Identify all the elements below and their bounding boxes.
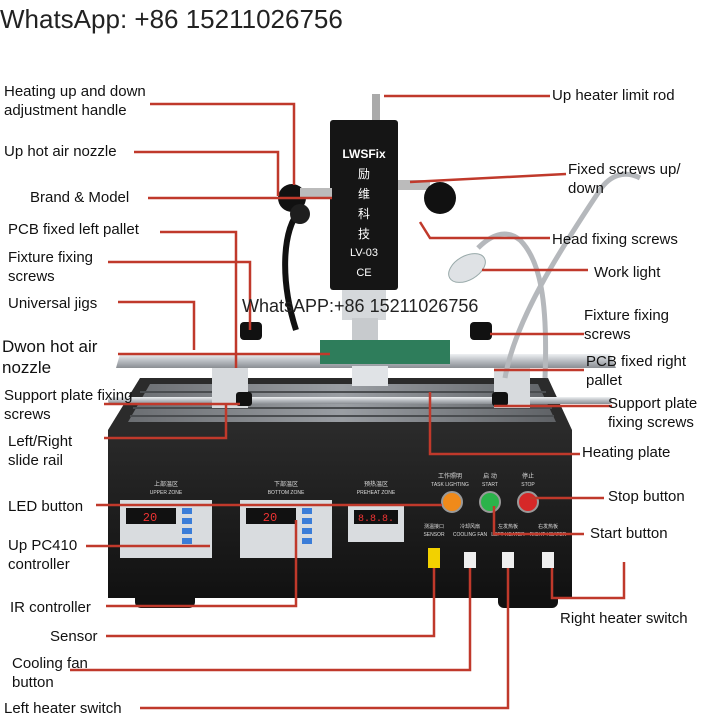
label-fixed-screws: Fixed screws up/down — [568, 161, 681, 197]
fixture-knob-left — [240, 322, 262, 340]
label-stop-button: Stop button — [608, 488, 685, 505]
fixture-knob-right — [470, 322, 492, 340]
limit-rod — [372, 94, 380, 124]
label-pcb-left: PCB fixed left pallet — [8, 221, 139, 238]
svg-text:20: 20 — [263, 511, 277, 525]
cooling-fan-switch[interactable] — [464, 552, 476, 568]
down-nozzle — [352, 366, 388, 386]
label-up-limit-rod: Up heater limit rod — [552, 87, 675, 104]
label-right-heater: Right heater switch — [560, 610, 688, 627]
gooseneck-right — [476, 231, 549, 379]
label-up-nozzle: Up hot air nozzle — [4, 143, 117, 160]
watermark: WhatsAPP:+86 15211026756 — [242, 296, 479, 316]
svg-text:右发热板: 右发热板 — [538, 523, 558, 530]
svg-text:维: 维 — [358, 187, 370, 201]
svg-text:启 动: 启 动 — [483, 472, 497, 480]
label-brand-model: Brand & Model — [30, 189, 130, 206]
svg-text:预热温区: 预热温区 — [364, 480, 388, 488]
svg-text:技: 技 — [358, 227, 370, 241]
label-heating-plate: Heating plate — [582, 444, 671, 461]
label-left-heater: Left heater switch — [4, 700, 122, 717]
svg-text:上部温区: 上部温区 — [154, 480, 178, 488]
svg-text:20: 20 — [143, 511, 157, 525]
svg-text:励: 励 — [358, 167, 370, 181]
led-button[interactable] — [441, 491, 463, 513]
label-sensor: Sensor — [50, 628, 98, 645]
label-work-light: Work light — [594, 264, 661, 281]
ce-mark: CE — [356, 267, 371, 279]
svg-text:START: START — [482, 482, 498, 488]
svg-text:科: 科 — [358, 207, 370, 221]
height-handle-right — [424, 182, 456, 214]
leader-lines — [70, 102, 510, 710]
whatsapp-contact: WhatsApp: +86 15211026756 — [0, 4, 343, 34]
label-universal-jigs: Universal jigs — [8, 295, 98, 312]
up-hot-air-nozzle — [352, 318, 378, 340]
stop-button[interactable] — [517, 491, 539, 513]
brand-logo: LWSFix — [342, 147, 386, 161]
left-heater-switch[interactable] — [502, 552, 514, 568]
start-button[interactable] — [479, 491, 501, 513]
svg-text:PREHEAT ZONE: PREHEAT ZONE — [357, 490, 396, 496]
label-ir-controller: IR controller — [10, 599, 91, 616]
sensor-socket[interactable] — [428, 548, 440, 568]
svg-text:左发热板: 左发热板 — [498, 523, 518, 530]
svg-text:COOLING FAN: COOLING FAN — [453, 532, 488, 538]
svg-text:下部温区: 下部温区 — [274, 480, 298, 488]
label-led-button: LED button — [8, 498, 84, 515]
right-heater-switch[interactable] — [542, 552, 554, 568]
svg-text:测温接口: 测温接口 — [424, 523, 444, 530]
label-start-button: Start button — [590, 525, 668, 542]
label-head-screws: Head fixing screws — [552, 231, 678, 248]
work-light-lamp — [448, 253, 486, 283]
right-slide-rail — [252, 397, 612, 404]
svg-text:工作照明: 工作照明 — [438, 472, 462, 480]
svg-text:BOTTOM ZONE: BOTTOM ZONE — [268, 490, 305, 496]
model-number: LV-03 — [350, 247, 378, 259]
svg-text:停止: 停止 — [522, 472, 534, 480]
pcb-board — [320, 340, 450, 364]
gooseneck-left — [502, 171, 642, 379]
svg-text:SENSOR: SENSOR — [423, 532, 445, 538]
svg-text:UPPER ZONE: UPPER ZONE — [150, 490, 183, 496]
svg-text:STOP: STOP — [521, 482, 535, 488]
heater-head — [330, 120, 398, 290]
svg-text:冷却风扇: 冷却风扇 — [460, 523, 480, 530]
svg-text:TASK LIGHTING: TASK LIGHTING — [431, 482, 469, 488]
svg-text:8.8.8.: 8.8.8. — [358, 514, 394, 525]
machine-body — [108, 430, 572, 598]
